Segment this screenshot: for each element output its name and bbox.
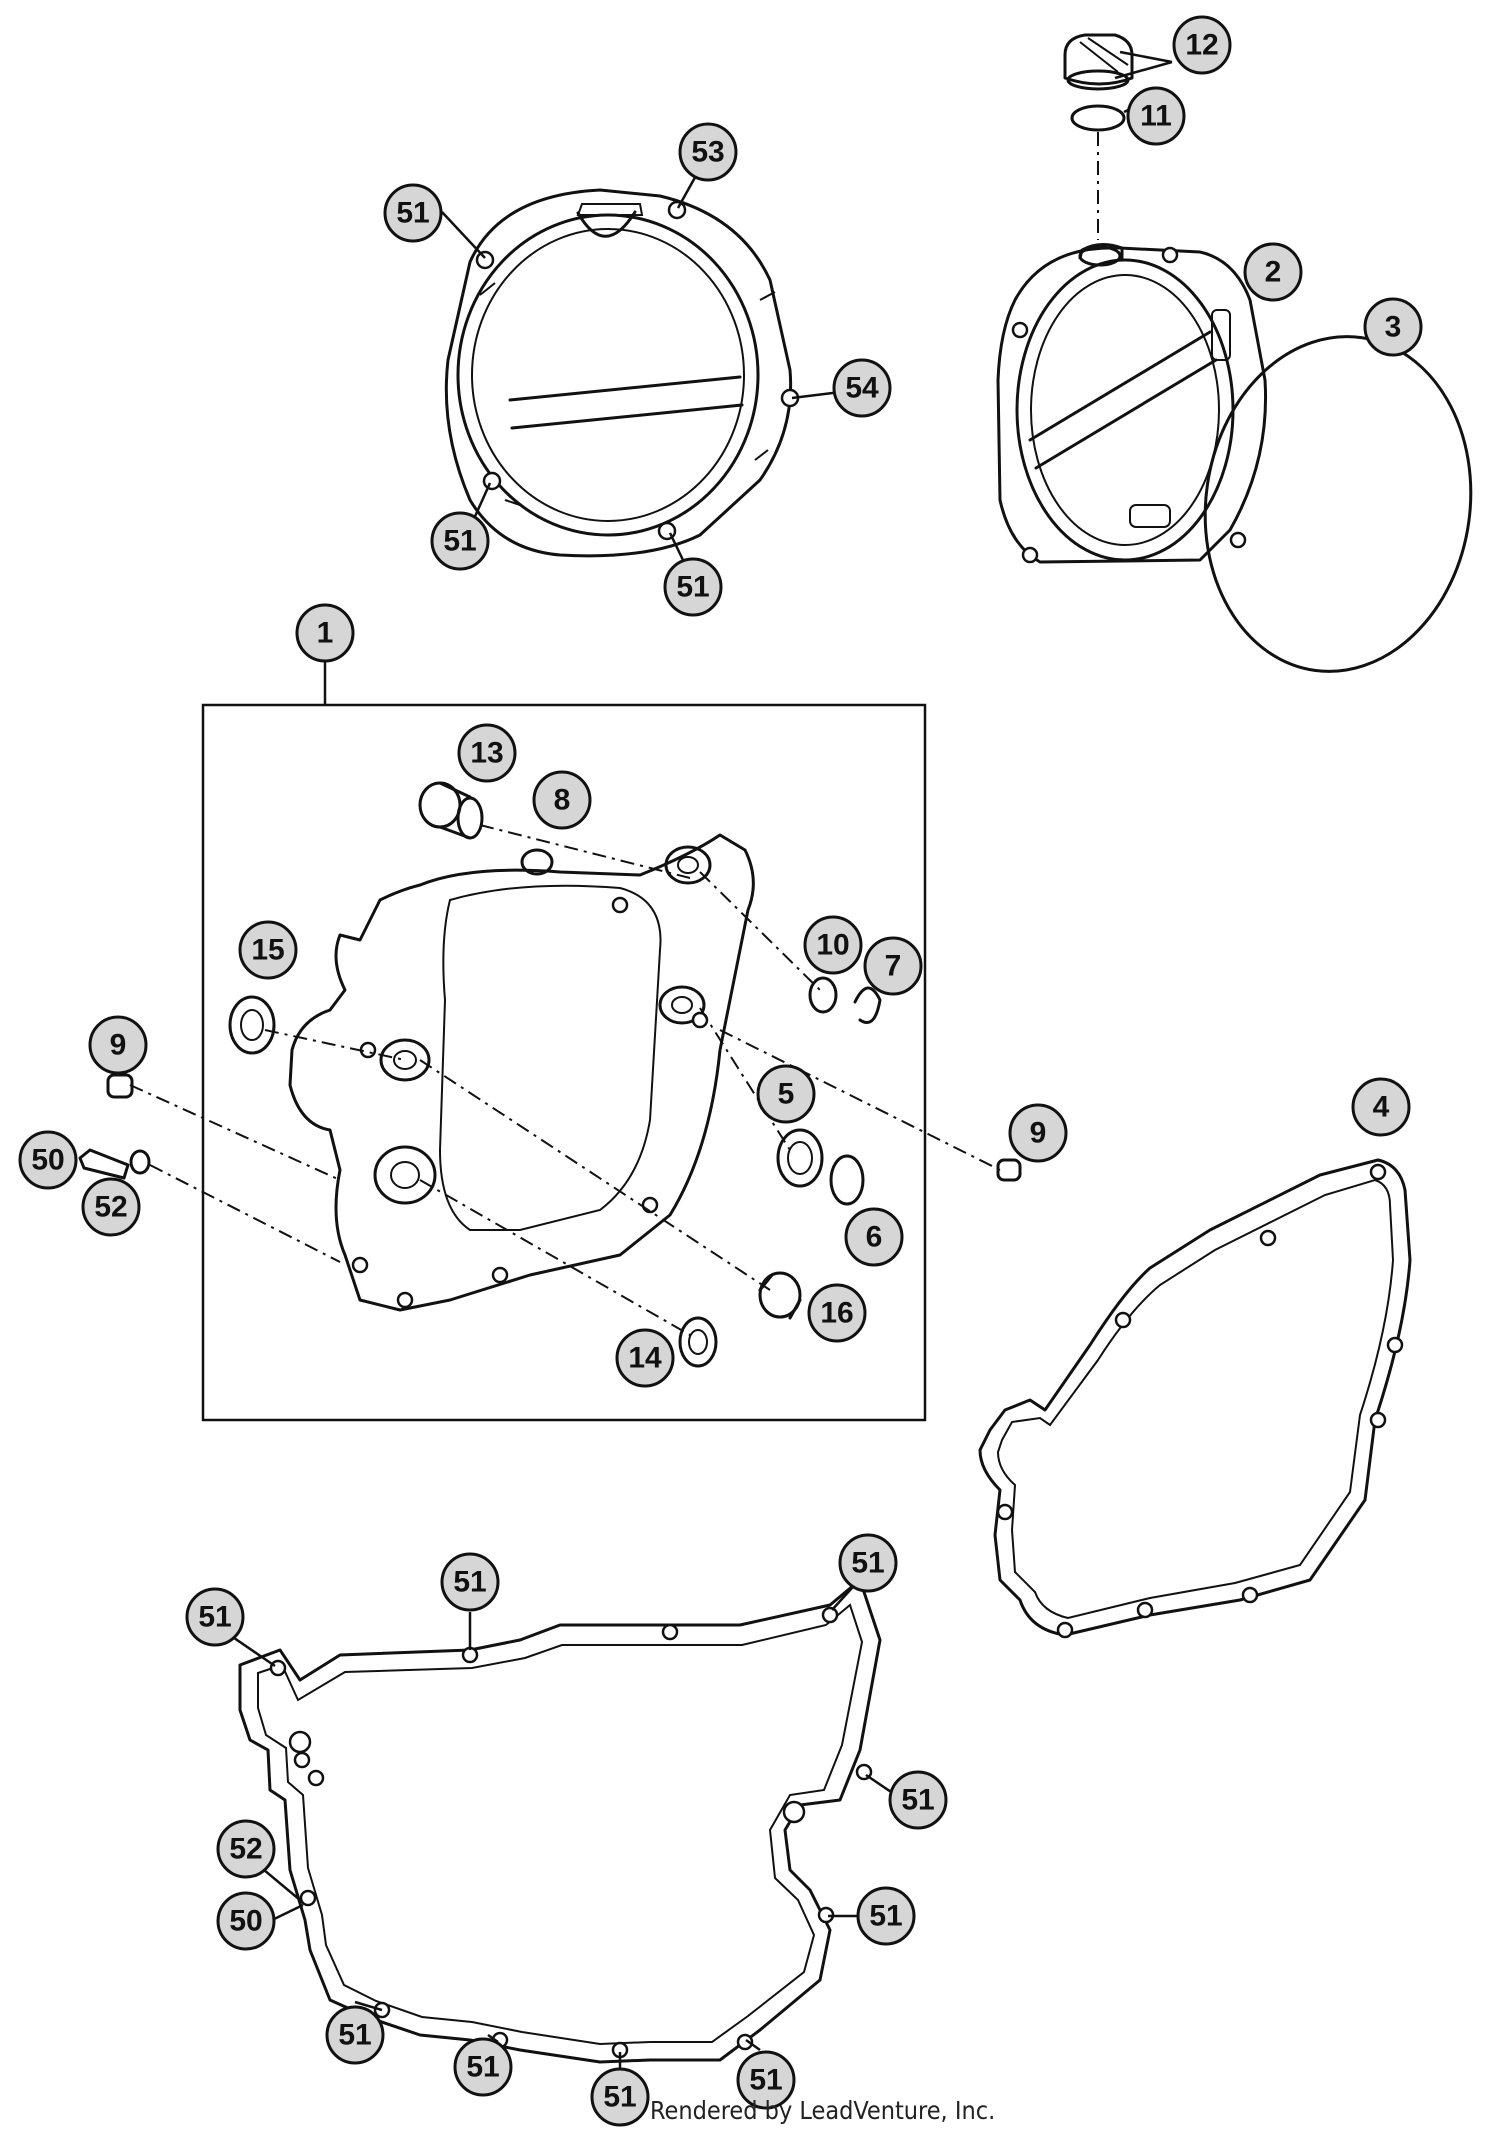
callout-51-e: 51 (440, 1552, 500, 1612)
callout-3: 3 (1363, 297, 1423, 357)
svg-text:51: 51 (869, 1900, 902, 1933)
leader-lines (217, 50, 1173, 2068)
plug-13 (418, 781, 484, 840)
callout-51-k: 51 (590, 2067, 650, 2127)
bushing-16 (758, 1271, 802, 1319)
svg-text:53: 53 (691, 136, 724, 169)
callout-13: 13 (457, 723, 517, 783)
callout-2: 2 (1243, 242, 1303, 302)
washer-52 (129, 1149, 151, 1175)
callouts: 51 53 54 51 51 12 11 2 3 1 13 8 15 10 7 … (18, 15, 1423, 2127)
callout-15: 15 (238, 920, 298, 980)
callout-10: 10 (803, 915, 863, 975)
callout-8: 8 (532, 770, 592, 830)
callout-51-h: 51 (856, 1886, 916, 1946)
callout-9-right: 9 (1008, 1103, 1068, 1163)
dowel-9-left (106, 1073, 134, 1099)
svg-text:2: 2 (1265, 256, 1282, 289)
callout-54: 54 (832, 358, 892, 418)
callout-5: 5 (756, 1064, 816, 1124)
callout-51-g: 51 (888, 1770, 948, 1830)
svg-text:51: 51 (603, 2081, 636, 2114)
callout-51-i: 51 (325, 2005, 385, 2065)
gasket-bottom (238, 1578, 882, 2064)
seal-14 (678, 1316, 718, 1368)
svg-text:51: 51 (338, 2019, 371, 2052)
svg-text:8: 8 (554, 784, 571, 817)
cover-assembly (288, 833, 755, 1312)
o-ring-6 (829, 1154, 865, 1206)
svg-text:51: 51 (901, 1784, 934, 1817)
svg-text:7: 7 (885, 950, 902, 983)
callout-52-bottom: 52 (216, 1819, 276, 1879)
seal-5 (776, 1128, 824, 1188)
callout-50-top: 50 (18, 1130, 78, 1190)
svg-text:54: 54 (845, 372, 879, 405)
svg-text:9: 9 (110, 1029, 127, 1062)
callout-52-top: 52 (81, 1177, 141, 1237)
inner-clutch-cover (996, 243, 1268, 564)
callout-51-j: 51 (453, 2037, 513, 2097)
callout-4: 4 (1351, 1077, 1411, 1137)
svg-text:51: 51 (676, 571, 709, 604)
callout-51-c: 51 (663, 557, 723, 617)
circlip-7 (853, 986, 882, 1024)
assembly-frame (201, 703, 927, 1422)
svg-text:51: 51 (396, 197, 429, 230)
outer-clutch-cover (444, 188, 800, 558)
callout-11: 11 (1126, 86, 1186, 146)
dowel-9-right (996, 1158, 1022, 1182)
svg-text:5: 5 (778, 1078, 795, 1111)
seal-15 (228, 995, 276, 1055)
svg-text:50: 50 (229, 1905, 262, 1938)
svg-text:50: 50 (31, 1144, 64, 1177)
svg-text:15: 15 (251, 934, 284, 967)
svg-text:52: 52 (229, 1833, 262, 1866)
callout-51-b: 51 (430, 511, 490, 571)
callout-14: 14 (615, 1328, 675, 1388)
footer-credit: Rendered by LeadVenture, Inc. (650, 2096, 996, 2125)
o-ring-large (1203, 335, 1473, 673)
svg-text:52: 52 (94, 1191, 127, 1224)
bolt-50 (78, 1148, 130, 1180)
callout-6: 6 (844, 1207, 904, 1267)
svg-text:9: 9 (1030, 1117, 1047, 1150)
filler-plug-o-ring (1070, 104, 1126, 132)
oil-filler-plug (1063, 33, 1134, 91)
o-ring-8 (520, 848, 554, 876)
svg-text:51: 51 (443, 525, 476, 558)
callout-7: 7 (863, 936, 923, 996)
svg-text:11: 11 (1140, 100, 1172, 133)
svg-text:51: 51 (851, 1547, 884, 1580)
callout-16: 16 (807, 1283, 867, 1343)
callout-51-l: 51 (736, 2050, 796, 2110)
svg-text:13: 13 (470, 737, 503, 770)
callout-50-bottom: 50 (216, 1891, 276, 1951)
svg-text:4: 4 (1373, 1091, 1390, 1124)
gasket-4 (978, 1158, 1412, 1639)
svg-text:1: 1 (317, 617, 334, 650)
svg-text:6: 6 (866, 1221, 883, 1254)
callout-51-a: 51 (383, 183, 443, 243)
svg-text:51: 51 (453, 1566, 486, 1599)
callout-12: 12 (1172, 15, 1232, 75)
callout-53: 53 (678, 122, 738, 182)
callout-1: 1 (295, 603, 355, 663)
ring-10 (808, 976, 838, 1014)
svg-text:12: 12 (1185, 29, 1218, 62)
callout-51-f: 51 (838, 1533, 898, 1593)
svg-text:10: 10 (816, 929, 849, 962)
svg-text:16: 16 (820, 1297, 853, 1330)
svg-text:51: 51 (198, 1601, 231, 1634)
callout-9-left: 9 (88, 1015, 148, 1075)
svg-text:14: 14 (628, 1342, 662, 1375)
svg-text:51: 51 (749, 2064, 782, 2097)
svg-text:3: 3 (1385, 311, 1402, 344)
callout-51-d: 51 (185, 1587, 245, 1647)
svg-text:51: 51 (466, 2051, 499, 2084)
